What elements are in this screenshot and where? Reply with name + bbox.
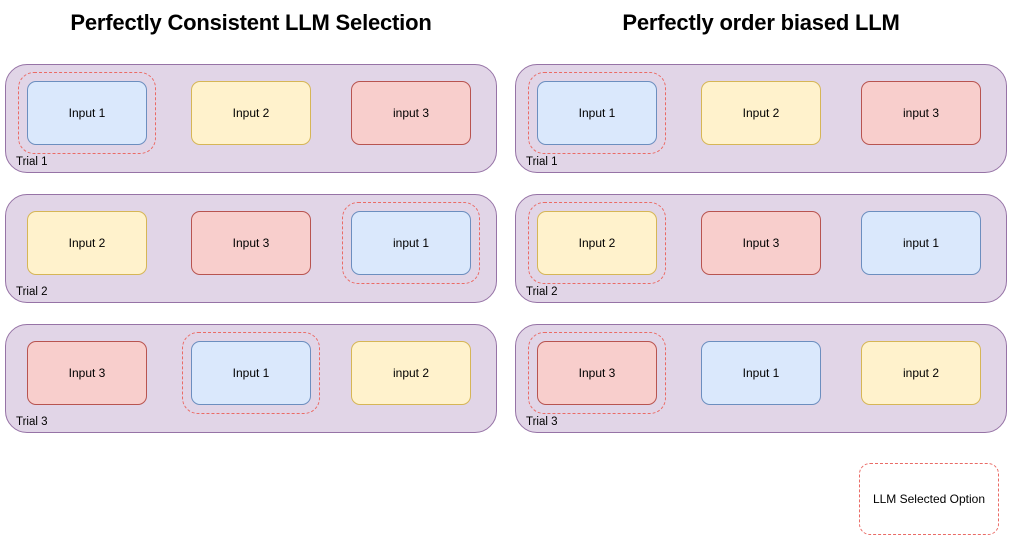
trial-label: Trial 3 bbox=[526, 416, 558, 428]
option-slot: Input 3 bbox=[27, 341, 147, 405]
option-box[interactable]: Input 2 bbox=[191, 81, 311, 145]
option-box[interactable]: Input 3 bbox=[27, 341, 147, 405]
trial-panel: Input 2 Input 3 input 1 Trial 2 bbox=[515, 194, 1007, 303]
legend-selected-option: LLM Selected Option bbox=[859, 463, 999, 535]
option-slot: Input 1 bbox=[528, 72, 666, 154]
trial-label: Trial 1 bbox=[16, 156, 48, 168]
option-box[interactable]: Input 3 bbox=[701, 211, 821, 275]
option-slot: input 3 bbox=[351, 81, 471, 145]
option-slot: Input 2 bbox=[701, 81, 821, 145]
option-slot: Input 1 bbox=[18, 72, 156, 154]
option-slot: Input 2 bbox=[528, 202, 666, 284]
trial-panel: Input 1 Input 2 input 3 Trial 1 bbox=[515, 64, 1007, 173]
trial-label: Trial 3 bbox=[16, 416, 48, 428]
option-slot: Input 3 bbox=[701, 211, 821, 275]
option-slot: input 3 bbox=[861, 81, 981, 145]
trial-label: Trial 2 bbox=[16, 286, 48, 298]
trial-panel: Input 3 Input 1 input 2 Trial 3 bbox=[5, 324, 497, 433]
option-slot: input 2 bbox=[351, 341, 471, 405]
trial-panel: Input 3 Input 1 input 2 Trial 3 bbox=[515, 324, 1007, 433]
option-slot: Input 1 bbox=[701, 341, 821, 405]
right-column-title: Perfectly order biased LLM bbox=[622, 10, 900, 35]
option-box[interactable]: Input 2 bbox=[537, 211, 657, 275]
option-slot: Input 2 bbox=[27, 211, 147, 275]
trial-panel: Input 2 Input 3 input 1 Trial 2 bbox=[5, 194, 497, 303]
option-box[interactable]: Input 2 bbox=[27, 211, 147, 275]
trial-panel: Input 1 Input 2 input 3 Trial 1 bbox=[5, 64, 497, 173]
option-box[interactable]: input 1 bbox=[351, 211, 471, 275]
option-box[interactable]: Input 1 bbox=[27, 81, 147, 145]
option-box[interactable]: input 3 bbox=[351, 81, 471, 145]
option-slot: Input 2 bbox=[191, 81, 311, 145]
left-column-title: Perfectly Consistent LLM Selection bbox=[70, 10, 432, 35]
option-slot: input 1 bbox=[342, 202, 480, 284]
option-box[interactable]: Input 3 bbox=[537, 341, 657, 405]
option-box[interactable]: input 1 bbox=[861, 211, 981, 275]
option-box[interactable]: input 2 bbox=[861, 341, 981, 405]
option-box[interactable]: Input 1 bbox=[537, 81, 657, 145]
trial-label: Trial 2 bbox=[526, 286, 558, 298]
option-box[interactable]: Input 3 bbox=[191, 211, 311, 275]
option-box[interactable]: input 3 bbox=[861, 81, 981, 145]
option-box[interactable]: input 2 bbox=[351, 341, 471, 405]
option-slot: Input 1 bbox=[182, 332, 320, 414]
option-slot: Input 3 bbox=[528, 332, 666, 414]
option-box[interactable]: Input 1 bbox=[701, 341, 821, 405]
option-slot: Input 3 bbox=[191, 211, 311, 275]
option-box[interactable]: Input 2 bbox=[701, 81, 821, 145]
option-slot: input 1 bbox=[861, 211, 981, 275]
option-box[interactable]: Input 1 bbox=[191, 341, 311, 405]
option-slot: input 2 bbox=[861, 341, 981, 405]
trial-label: Trial 1 bbox=[526, 156, 558, 168]
legend-label: LLM Selected Option bbox=[872, 492, 986, 506]
